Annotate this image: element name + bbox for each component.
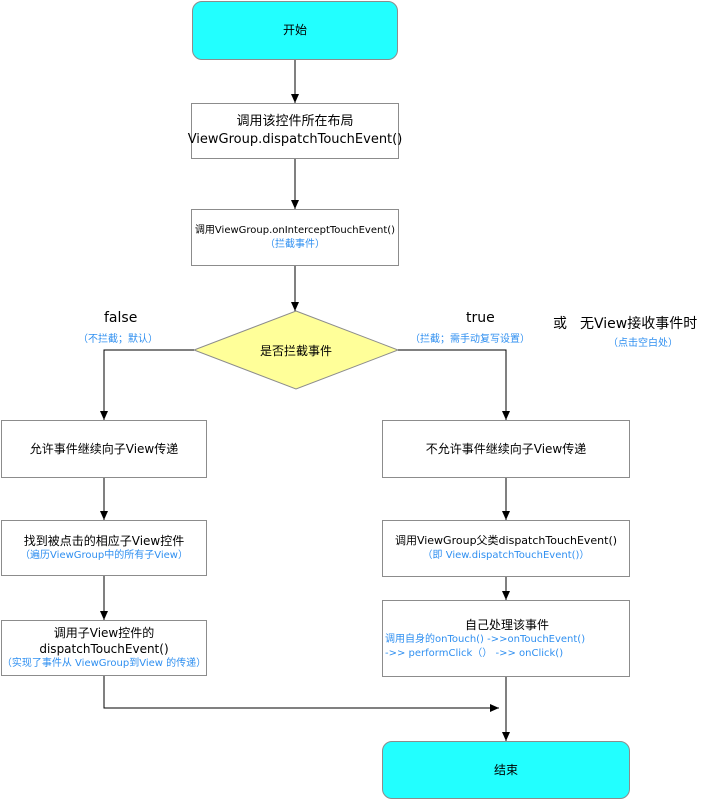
call-dispatch-line2: ViewGroup.dispatchTouchEvent(): [187, 132, 403, 147]
child-dispatch-line2: dispatchTouchEvent(): [39, 642, 169, 657]
child-dispatch-line1: 调用子View控件的: [53, 626, 155, 641]
decision-diamond: [192, 310, 400, 390]
find-child-line1: 找到被点击的相应子View控件: [23, 534, 185, 549]
deny-label: 不允许事件继续向子View传递: [425, 441, 587, 456]
end-node: 结束: [382, 741, 630, 799]
child-dispatch-note: （实现了事件从 ViewGroup到View 的传递）: [1, 658, 207, 670]
call-intercept-line1: 调用ViewGroup.onInterceptTouchEvent(): [194, 225, 396, 236]
deny-node: 不允许事件继续向子View传递: [382, 420, 630, 478]
edge-decision-false: [100, 349, 194, 420]
find-child-note: （遍历ViewGroup中的所有子View）: [20, 550, 188, 562]
start-node: 开始: [192, 1, 398, 60]
true-branch-label: true: [466, 310, 495, 326]
true-branch-note: （拦截；需手动复写设置）: [410, 334, 530, 345]
call-dispatch-node: 调用该控件所在布局 ViewGroup.dispatchTouchEvent(): [188, 103, 402, 159]
self-handle-line1: 自己处理该事件: [464, 617, 549, 632]
decision-label: 是否拦截事件: [259, 343, 332, 358]
find-child-node: 找到被点击的相应子View控件 （遍历ViewGroup中的所有子View）: [1, 520, 207, 576]
call-dispatch-line1: 调用该控件所在布局: [236, 114, 354, 130]
parent-dispatch-node: 调用ViewGroup父类dispatchTouchEvent() （即 Vie…: [382, 520, 630, 577]
self-handle-node: 自己处理该事件 调用自身的onTouch() ->>onTouchEvent()…: [382, 600, 630, 677]
self-handle-line3: ->> performClick（） ->> onClick(): [385, 647, 564, 659]
false-branch-note: （不拦截；默认）: [78, 334, 158, 345]
start-label: 开始: [282, 23, 307, 38]
end-label: 结束: [493, 762, 518, 777]
edge-decision-true: [398, 349, 510, 420]
allow-node: 允许事件继续向子View传递: [1, 420, 207, 478]
child-dispatch-node: 调用子View控件的 dispatchTouchEvent() （实现了事件从 …: [1, 620, 207, 676]
false-branch-label: false: [104, 310, 138, 326]
no-view-label: 无View接收事件时: [580, 316, 698, 332]
call-intercept-node: 调用ViewGroup.onInterceptTouchEvent() （拦截事…: [191, 209, 399, 266]
parent-dispatch-note: （即 View.dispatchTouchEvent()）: [422, 550, 590, 562]
or-label: 或: [553, 316, 567, 332]
call-intercept-note: （拦截事件）: [265, 238, 325, 250]
allow-label: 允许事件继续向子View传递: [29, 441, 179, 456]
parent-dispatch-line1: 调用ViewGroup父类dispatchTouchEvent(): [394, 534, 618, 548]
no-view-note: （点击空白处）: [608, 338, 678, 349]
edge-child-to-merge: [103, 676, 499, 712]
self-handle-line2: 调用自身的onTouch() ->>onTouchEvent(): [385, 634, 586, 646]
